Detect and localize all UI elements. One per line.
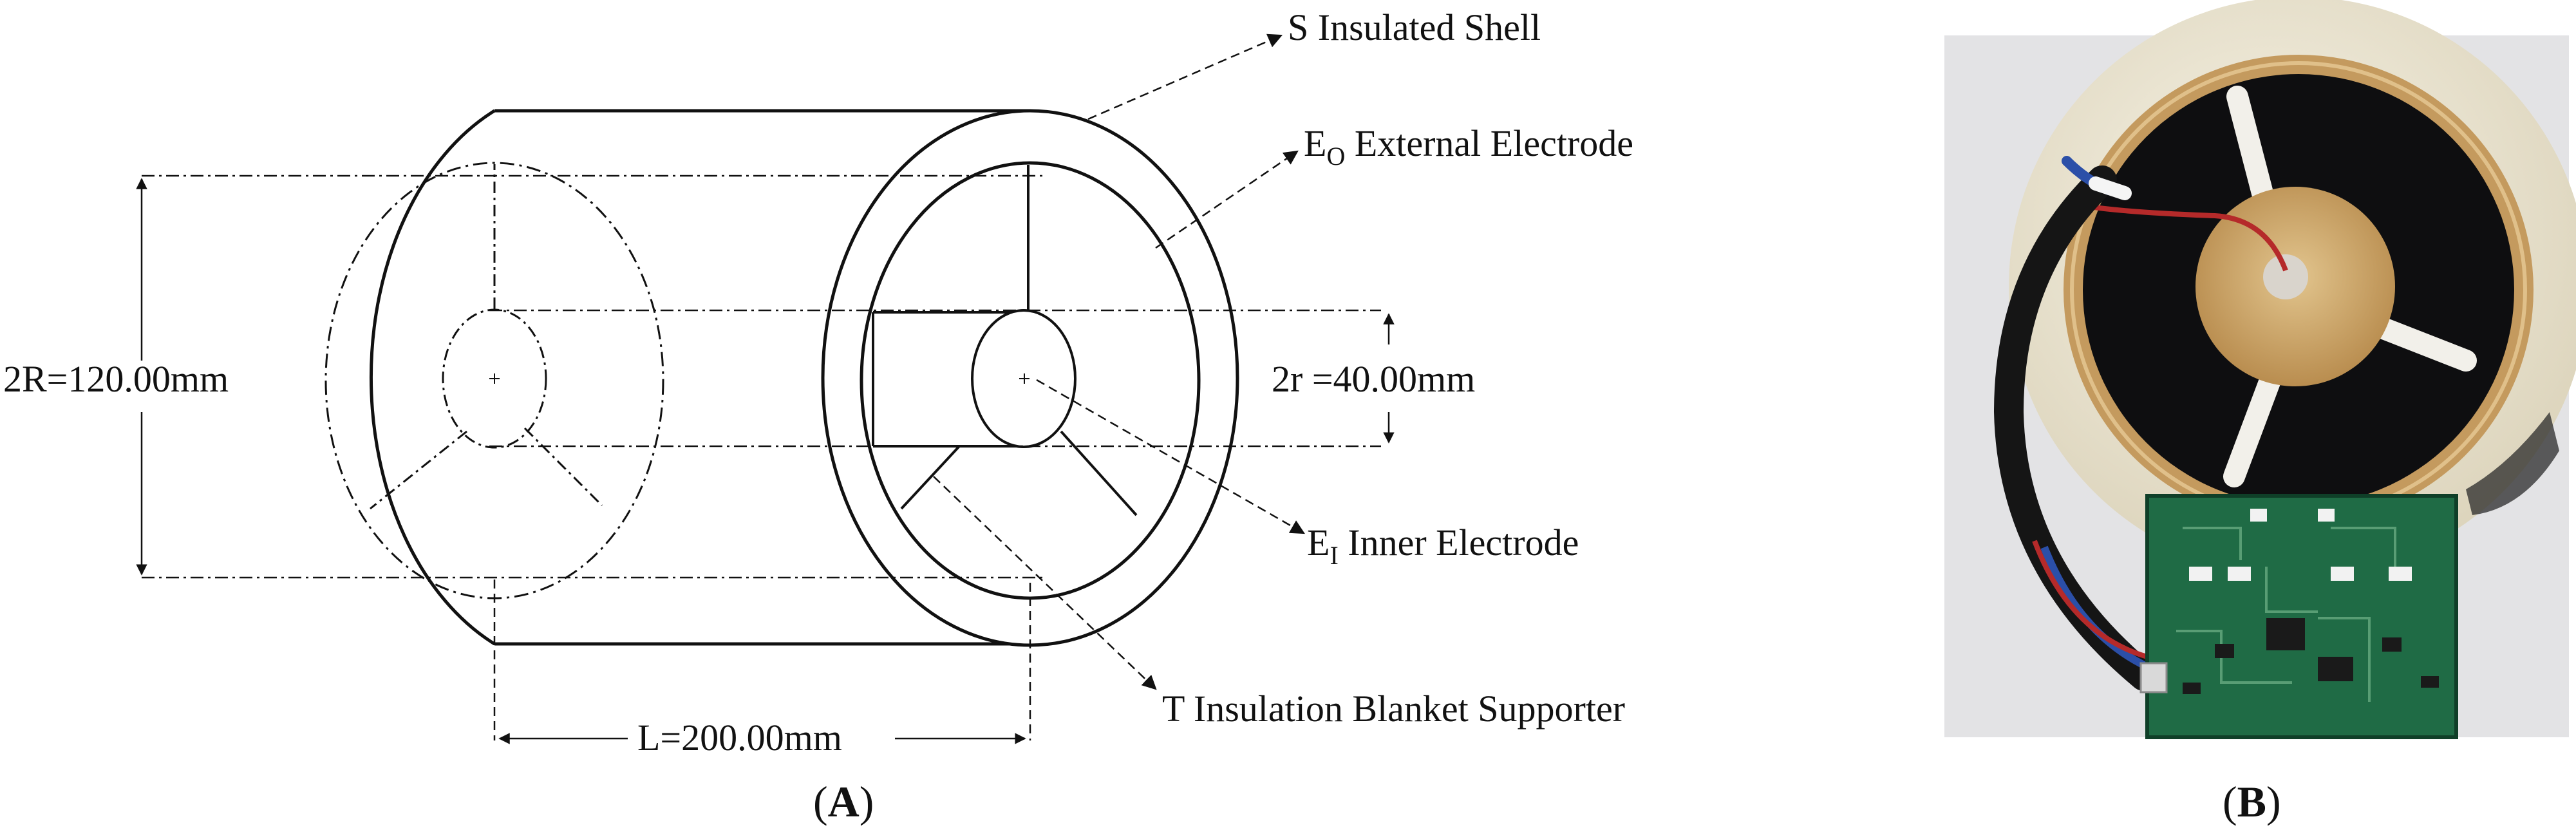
panel-b-caption-open: ( bbox=[2223, 777, 2237, 826]
cylinder-back-outer-arc bbox=[369, 109, 496, 646]
external-electrode-label: EO External Electrode bbox=[1304, 122, 1633, 171]
inner-electrode-label-subscript: I bbox=[1330, 541, 1338, 570]
back-hidden-spoke-right bbox=[523, 427, 603, 507]
shell-label: S Insulated Shell bbox=[1288, 6, 1541, 48]
panel-b-caption-letter: B bbox=[2237, 777, 2266, 826]
panel-b-caption: (B) bbox=[2223, 777, 2281, 826]
photo-pcb-pad bbox=[2228, 567, 2251, 581]
photo-pcb-pad bbox=[2250, 509, 2267, 522]
panel-a-caption-letter: A bbox=[828, 777, 860, 826]
panel-a-diagram bbox=[136, 33, 1395, 744]
inner-electrode-label-prefix: E bbox=[1307, 522, 1330, 563]
supporter-label: T Insulation Blanket Supporter bbox=[1162, 688, 1625, 730]
photo-pcb-pad bbox=[2331, 567, 2354, 581]
external-electrode-label-subscript: O bbox=[1326, 142, 1345, 171]
supporter-callout-leader bbox=[933, 476, 1157, 690]
external-electrode-label-prefix: E bbox=[1304, 122, 1326, 164]
photo-center-nub bbox=[2263, 254, 2308, 299]
photo-shell-shadow bbox=[2466, 412, 2559, 515]
photo-pcb-pad bbox=[2389, 567, 2412, 581]
panel-a-caption: (A) bbox=[813, 777, 874, 826]
inner-electrode-label: EI Inner Electrode bbox=[1307, 522, 1579, 570]
photo-pcb-chip bbox=[2421, 676, 2439, 688]
photo-pcb-connector bbox=[2139, 662, 2168, 693]
inner-electrode-callout-leader bbox=[1036, 379, 1305, 534]
photo-pcb-chip bbox=[2183, 683, 2201, 694]
photo-pcb-chip bbox=[2382, 637, 2402, 652]
photo-pcb-pad bbox=[2189, 567, 2212, 581]
panel-b-caption-close: ) bbox=[2266, 777, 2281, 826]
photo-white-tip bbox=[2089, 176, 2132, 200]
inner-diameter-label: 2r =40.00mm bbox=[1272, 358, 1475, 400]
inner-electrode-label-text: Inner Electrode bbox=[1339, 522, 1579, 563]
external-electrode-label-text: External Electrode bbox=[1345, 122, 1633, 164]
external-electrode-callout-leader bbox=[1155, 150, 1299, 249]
panel-a-caption-close: ) bbox=[860, 777, 874, 826]
photo-pcb-pad bbox=[2318, 509, 2335, 522]
photo-pcb-chip bbox=[2266, 618, 2305, 650]
photo-pcb-board bbox=[2147, 496, 2456, 737]
front-spoke-left bbox=[900, 445, 961, 510]
front-spoke-right bbox=[1060, 430, 1138, 516]
photo-pcb-pads bbox=[2189, 509, 2412, 581]
outer-diameter-label: 2R=120.00mm bbox=[3, 358, 229, 400]
photo-pcb-chip bbox=[2215, 644, 2234, 658]
photo-red-wire-bottom bbox=[2032, 540, 2148, 659]
back-hidden-spoke-left bbox=[370, 430, 467, 510]
photo-pcb-edge bbox=[2145, 494, 2458, 739]
shell-callout-leader bbox=[1087, 33, 1283, 120]
photo-pcb-chip bbox=[2318, 657, 2353, 681]
panel-b-photo bbox=[1944, 0, 2576, 739]
length-label: L=200.00mm bbox=[637, 717, 842, 759]
photo-pcb-components bbox=[2183, 618, 2439, 694]
panel-a-caption-open: ( bbox=[813, 777, 828, 826]
photo-red-wire bbox=[2085, 203, 2288, 272]
